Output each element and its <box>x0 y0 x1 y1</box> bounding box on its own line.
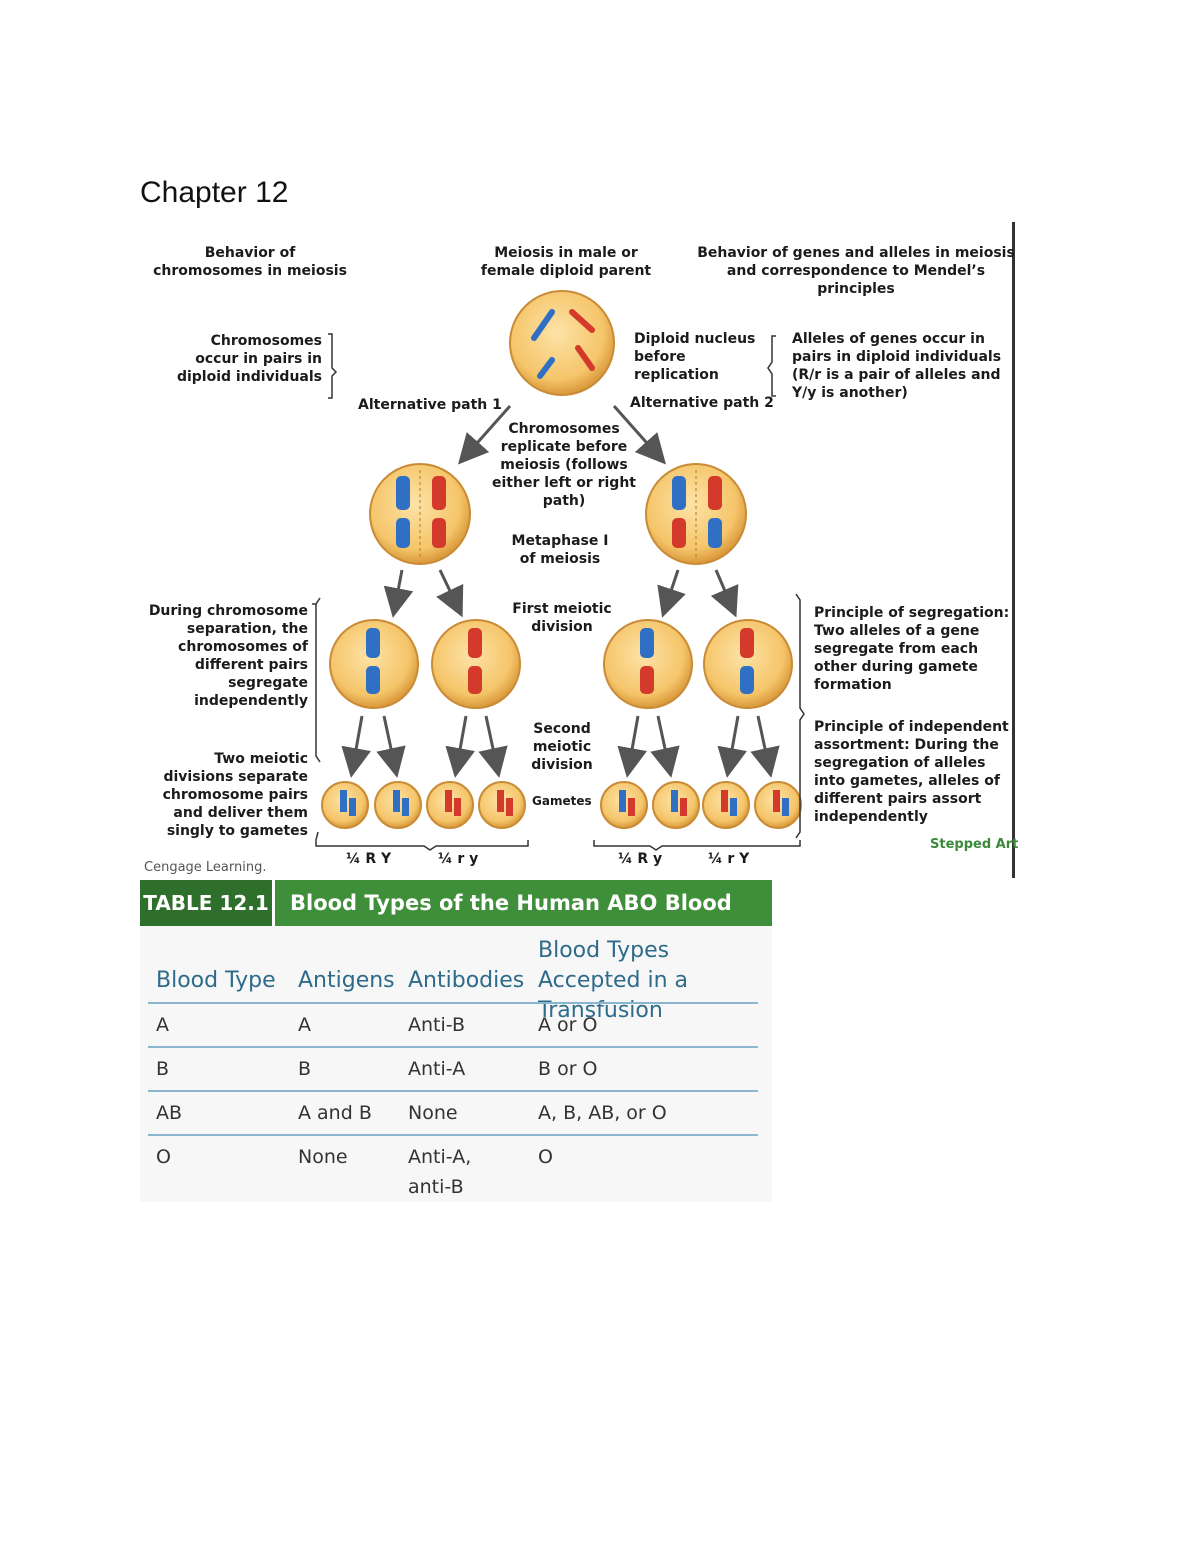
meiosis-diagram <box>312 290 805 851</box>
arrow-path-2 <box>612 405 666 465</box>
table-cell: None <box>408 1102 458 1124</box>
table-header-divider <box>272 880 275 926</box>
alt-path-1-label: Alternative path 1 <box>358 397 502 413</box>
arrow-path-1 <box>458 405 512 465</box>
blood-type-table: TABLE 12.1 Blood Types of the Human ABO … <box>140 880 772 1202</box>
chromosomes-pairs-note: Chromosomes occur in pairs in diploid in… <box>176 333 322 385</box>
gamete-ratio: ¼ R Y <box>346 851 392 867</box>
diploid-nucleus-label: Diploid nucleus before replication <box>634 331 756 383</box>
row-divider <box>148 1046 758 1048</box>
diploid-parent-cell <box>509 290 615 396</box>
column-header: Antigens <box>298 968 395 993</box>
table-cell: A <box>298 1014 311 1036</box>
figure-right-rule <box>1012 222 1015 878</box>
table-cell: A and B <box>298 1102 372 1124</box>
column-header: Blood Type <box>156 968 276 993</box>
replicate-note: Chromosomes replicate before meiosis (fo… <box>492 421 636 509</box>
table-cell: A <box>156 1014 169 1036</box>
row-divider <box>148 1134 758 1136</box>
table-cell: Anti-B <box>408 1014 465 1036</box>
table-cell: B <box>156 1058 170 1080</box>
table-cell: B <box>298 1058 312 1080</box>
metaphase-cell-left <box>369 463 471 565</box>
table-header-bar: TABLE 12.1 Blood Types of the Human ABO … <box>140 880 772 961</box>
second-division-label: Second meiotic division <box>531 721 593 773</box>
metaphase-label: Metaphase I of meiosis <box>511 533 609 567</box>
metaphase-cell-right <box>645 463 747 565</box>
two-divisions-note: Two meiotic divisions separate chromosom… <box>162 751 308 839</box>
column-header: Antibodies <box>408 968 525 993</box>
table-cell: Anti-A, anti-B <box>408 1146 472 1198</box>
first-division-label: First meiotic division <box>512 601 612 635</box>
alleles-pairs-note: Alleles of genes occur in pairs in diplo… <box>792 331 1002 401</box>
table-number: TABLE 12.1 <box>140 880 272 926</box>
independent-assortment: Principle of independent assortment: Dur… <box>814 719 1009 825</box>
table-cell: Anti-A <box>408 1058 466 1080</box>
row-divider <box>148 1090 758 1092</box>
chapter-title: Chapter 12 <box>140 176 289 209</box>
col-center-title: Meiosis in male or female diploid parent <box>480 245 652 279</box>
meiosis-figure: Behavior of chromosomes in meiosis Meios… <box>140 220 1020 880</box>
col-left-title: Behavior of chromosomes in meiosis <box>153 245 347 279</box>
first-division-cells <box>329 619 793 709</box>
table-title: Blood Types of the Human ABO Blood Group <box>290 891 732 961</box>
table-cell: B or O <box>538 1058 598 1080</box>
table-cell: AB <box>156 1102 183 1124</box>
table-body: Blood Type Antigens Antibodies Blood Typ… <box>140 926 772 1202</box>
table-cell: A or O <box>538 1014 598 1036</box>
gamete-cells <box>321 781 802 829</box>
separation-note: During chromosome separation, the chromo… <box>148 603 308 709</box>
gametes-label: Gametes <box>532 794 592 808</box>
table-cell: O <box>156 1146 171 1168</box>
table-cell: O <box>538 1146 553 1168</box>
row-divider <box>148 1002 758 1004</box>
alt-path-2-label: Alternative path 2 <box>630 395 774 411</box>
braces <box>312 333 805 851</box>
segregation-principle: Principle of segregation: Two alleles of… <box>814 605 1010 693</box>
stepped-art-label: Stepped Art <box>930 837 1019 852</box>
figure-credit: Cengage Learning. <box>144 860 267 875</box>
gamete-ratio: ¼ r Y <box>708 851 750 867</box>
col-right-title: Behavior of genes and alleles in meiosis… <box>697 245 1015 297</box>
table-cell: A, B, AB, or O <box>538 1102 667 1124</box>
gamete-ratio: ¼ R y <box>618 851 663 867</box>
table-cell: None <box>298 1146 348 1168</box>
gamete-ratio: ¼ r y <box>438 851 479 867</box>
